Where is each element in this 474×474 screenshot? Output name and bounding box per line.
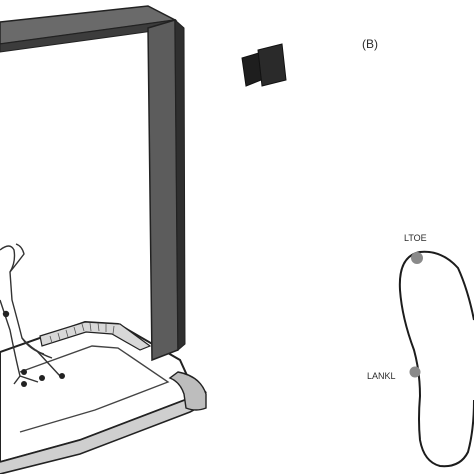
lankl-marker — [409, 366, 421, 378]
toe-marker — [39, 375, 45, 381]
toe-marker-2 — [59, 373, 65, 379]
walking-subject — [0, 243, 65, 387]
foot-outline — [398, 250, 474, 468]
ltoe-label: LTOE — [404, 233, 427, 243]
camera-frame — [0, 5, 186, 362]
heel-marker — [21, 381, 27, 387]
camera-icon — [241, 43, 287, 87]
knee-marker — [2, 310, 10, 318]
panel-label: (B) — [362, 37, 378, 51]
ltoe-marker — [411, 252, 423, 264]
lankl-label: LANKL — [367, 371, 396, 381]
ankle-marker — [21, 369, 27, 375]
